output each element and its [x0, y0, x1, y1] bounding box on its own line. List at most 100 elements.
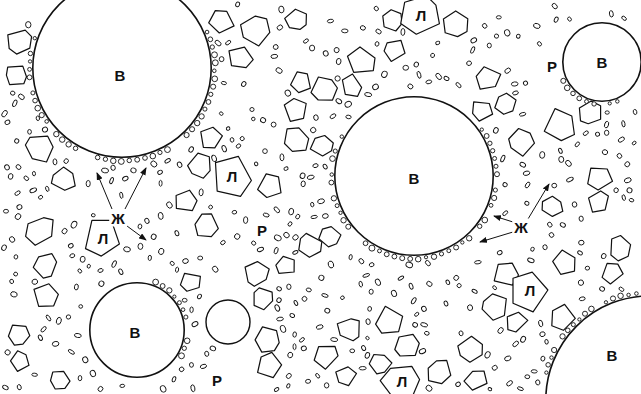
surface-droplet	[589, 306, 595, 312]
sand-grain	[14, 138, 20, 144]
surface-droplet	[424, 256, 427, 259]
aggregate-stone	[337, 319, 359, 341]
sand-grain	[531, 370, 537, 374]
surface-droplet	[160, 284, 165, 289]
surface-droplet	[103, 157, 107, 161]
phase-label-box: Ж	[109, 210, 127, 227]
aggregate-stone	[611, 236, 631, 261]
leader-arrow	[494, 216, 513, 222]
sand-grain	[430, 53, 435, 58]
surface-droplet	[35, 105, 41, 111]
sand-grain	[520, 335, 527, 343]
sand-grain	[8, 236, 15, 244]
sand-grain	[190, 307, 194, 313]
aggregate-stone	[291, 72, 311, 93]
sand-grain	[408, 283, 413, 290]
sand-grain	[279, 325, 286, 334]
surface-droplet	[339, 211, 342, 214]
surface-droplet	[482, 217, 488, 223]
aggregate-stone	[195, 214, 218, 237]
sand-grain	[263, 212, 270, 217]
surface-droplet	[608, 102, 611, 105]
sand-grain	[361, 345, 367, 351]
sand-grain	[312, 163, 318, 168]
sand-grain	[2, 384, 9, 390]
sand-grain	[276, 297, 282, 303]
sand-grain	[292, 234, 300, 242]
sand-grain	[418, 348, 426, 355]
sand-grain	[3, 209, 8, 213]
sand-grain	[566, 176, 574, 182]
aggregate-stone	[6, 66, 26, 85]
sand-grain	[512, 90, 519, 95]
aggregate-stone	[544, 109, 574, 141]
sand-grain	[487, 43, 491, 48]
sand-grain	[416, 71, 421, 79]
sand-grain	[273, 247, 278, 254]
surface-droplet	[211, 84, 216, 89]
sand-grain	[420, 322, 428, 328]
surface-droplet	[135, 157, 140, 162]
aggregate-stone	[285, 128, 309, 152]
sand-grain	[622, 194, 626, 200]
sand-grain	[470, 46, 476, 53]
surface-droplet	[45, 120, 49, 124]
surface-droplet	[610, 296, 615, 301]
aggregate-stone	[509, 129, 535, 157]
leader-arrow	[97, 173, 112, 209]
sand-grain	[82, 356, 89, 364]
sand-grain	[288, 208, 294, 215]
sand-grain	[340, 295, 345, 300]
sand-grain	[301, 295, 308, 302]
surface-droplet	[578, 318, 581, 321]
phase-letter: Л	[395, 373, 410, 390]
sand-grain	[322, 164, 328, 170]
sand-grain	[220, 240, 226, 246]
surface-droplet	[173, 295, 176, 298]
sand-grain	[559, 222, 566, 228]
surface-droplet	[33, 36, 36, 39]
sand-grain	[219, 111, 224, 116]
sand-grain	[621, 15, 627, 21]
sand-grain	[322, 50, 329, 57]
sand-grain	[471, 289, 477, 295]
bubble-circle	[33, 0, 211, 157]
sand-grain	[530, 247, 535, 252]
sand-grain	[158, 212, 164, 220]
air-bubble: В	[562, 22, 641, 102]
sand-grain	[275, 67, 283, 75]
sand-grain	[200, 364, 207, 370]
surface-droplet	[560, 334, 565, 339]
sand-grain	[10, 91, 15, 96]
sand-grain	[74, 284, 79, 290]
surface-droplet	[585, 100, 589, 104]
sand-grain	[425, 384, 433, 392]
leader-arrow	[480, 232, 513, 242]
sand-grain	[470, 37, 477, 44]
sand-grain	[579, 296, 586, 301]
sand-grain	[283, 166, 288, 171]
sand-grain	[80, 256, 86, 263]
surface-droplet	[415, 256, 421, 262]
sand-grain	[55, 317, 62, 325]
sand-grain	[358, 281, 363, 287]
surface-droplet	[494, 172, 499, 177]
sand-grain	[45, 314, 51, 321]
sand-grain	[398, 275, 405, 281]
aggregate-stone	[513, 272, 548, 312]
aggregate-stone	[258, 352, 282, 377]
sand-grain	[516, 34, 521, 39]
surface-droplet	[333, 149, 337, 153]
sand-grain	[424, 331, 430, 336]
bubble-circle	[546, 296, 641, 394]
sand-grain	[403, 65, 409, 70]
bubble-circle	[90, 283, 184, 377]
sand-grain	[504, 29, 511, 37]
sand-grain	[68, 349, 76, 355]
sand-grain	[42, 126, 49, 133]
sand-grain	[226, 126, 231, 131]
surface-droplet	[28, 60, 31, 63]
sand-grain	[435, 72, 443, 80]
sand-grain	[327, 260, 334, 268]
aggregate-stone	[241, 16, 270, 46]
